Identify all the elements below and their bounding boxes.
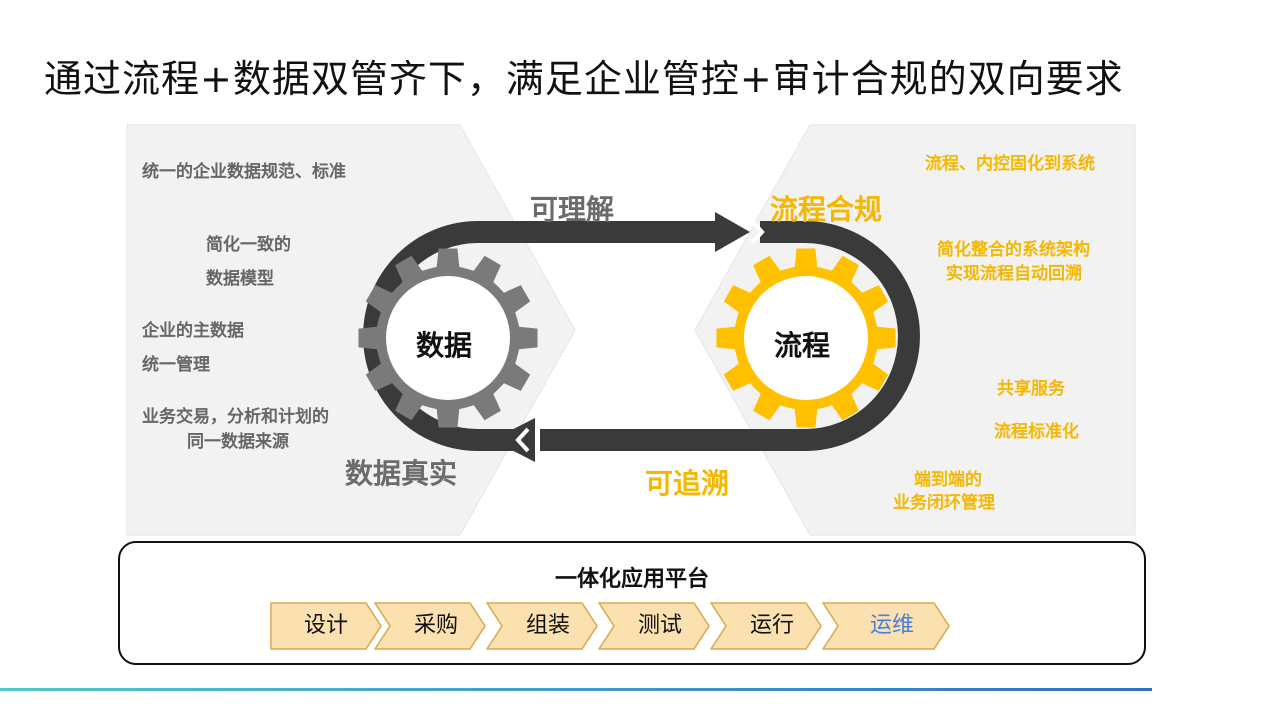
- step-assembly: 组装: [486, 602, 598, 650]
- platform-title: 一体化应用平台: [554, 567, 709, 592]
- bottom-divider: [0, 688, 1152, 691]
- integrated-platform: 一体化应用平台 设计 采购 组装 测试 运行 运维: [118, 541, 1146, 665]
- gray-gear-hub: [386, 276, 510, 400]
- step-chevron-shape: [486, 602, 598, 650]
- left-item-7: 同一数据来源: [187, 432, 289, 452]
- process-compliance-label: 流程合规: [770, 193, 883, 226]
- data-real-label: 数据真实: [345, 457, 458, 490]
- right-item-5: 流程标准化: [994, 422, 1079, 442]
- step-procurement: 采购: [374, 602, 486, 650]
- step-chevron-shape: [710, 602, 822, 650]
- step-label: 运维: [869, 613, 914, 638]
- understandable-label: 可理解: [530, 193, 615, 226]
- left-item-2: 简化一致的: [206, 235, 291, 255]
- left-item-1: 统一的企业数据规范、标准: [142, 162, 346, 182]
- left-item-5: 统一管理: [142, 355, 210, 375]
- gray-gear: [358, 248, 538, 428]
- left-item-3: 数据模型: [206, 269, 274, 289]
- yellow-gear-hub: [744, 276, 868, 400]
- process-gear-label: 流程: [774, 329, 831, 362]
- right-item-7: 业务闭环管理: [893, 493, 995, 513]
- loop-top-arrow: [715, 212, 750, 252]
- step-label: 运行: [749, 613, 794, 638]
- step-chevron-shape: [374, 602, 486, 650]
- traceable-label: 可追溯: [645, 467, 730, 500]
- step-label: 组装: [525, 613, 570, 638]
- loop-right-track: [540, 221, 920, 451]
- step-chevron-shape: [270, 602, 382, 650]
- step-chevron-shape: [822, 602, 950, 650]
- step-chevron-shape: [598, 602, 710, 650]
- step-testing: 测试: [598, 602, 710, 650]
- step-design: 设计: [270, 602, 382, 650]
- right-item-1: 流程、内控固化到系统: [925, 154, 1095, 174]
- step-maintenance: 运维: [822, 602, 950, 650]
- right-item-6: 端到端的: [914, 470, 982, 490]
- step-label: 采购: [413, 613, 458, 638]
- data-gear-label: 数据: [416, 329, 473, 362]
- step-label: 测试: [637, 613, 682, 638]
- step-operation: 运行: [710, 602, 822, 650]
- page-title: 通过流程+数据双管齐下，满足企业管控+审计合规的双向要求: [44, 57, 1124, 101]
- yellow-gear: [716, 248, 896, 428]
- right-item-2: 简化整合的系统架构: [937, 240, 1090, 260]
- right-item-3: 实现流程自动回溯: [946, 264, 1082, 284]
- process-steps: 设计 采购 组装 测试 运行 运维: [270, 602, 970, 652]
- left-item-4: 企业的主数据: [142, 321, 244, 341]
- step-label: 设计: [303, 613, 348, 638]
- right-item-4: 共享服务: [997, 379, 1065, 399]
- left-item-6: 业务交易，分析和计划的: [142, 407, 329, 427]
